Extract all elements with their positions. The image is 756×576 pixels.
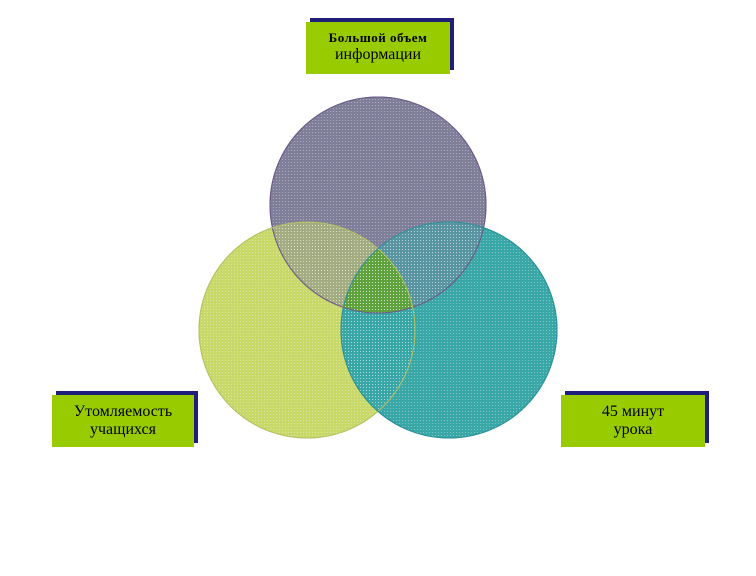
outline-top [269,96,487,314]
outline-left [198,221,416,439]
label-right-line1: 45 минут [601,402,665,420]
label-45-minut: 45 минут урока [561,395,705,447]
label-utomlyaemost: Утомляемость учащихся [52,395,194,447]
label-left-line1: Утомляемость [73,402,173,420]
label-bolshoy-obem: Большой объем информации [306,22,450,74]
label-top-line1: Большой объем [328,30,428,46]
label-top-line2: информации [334,46,422,64]
texture-right [341,222,557,438]
label-right-line2: урока [613,421,653,438]
label-left-line2: учащихся [89,421,157,438]
outline-right [340,221,558,439]
